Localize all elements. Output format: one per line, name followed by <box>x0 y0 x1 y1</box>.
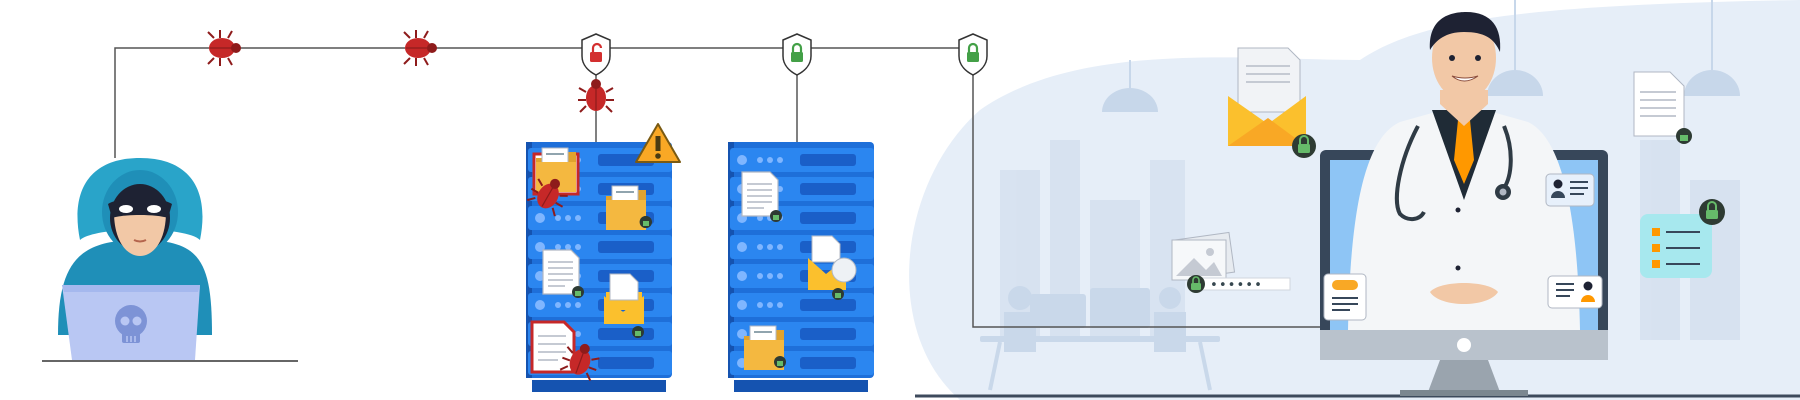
skull-icon <box>115 305 147 343</box>
background-ceiling-lamps <box>1102 0 1740 112</box>
envelope-icon <box>808 235 857 290</box>
background-office-people <box>980 286 1220 391</box>
locked-shield-icon <box>958 33 988 76</box>
lock-icon <box>770 210 844 368</box>
infected-document-icon <box>530 320 576 374</box>
document-icon <box>542 249 580 295</box>
patient-card-icon <box>1547 275 1603 309</box>
malware-bug-icon <box>403 29 438 67</box>
warning-icon <box>635 123 681 163</box>
secure-email-icon <box>1228 47 1306 146</box>
secure-document-icon <box>1633 71 1692 144</box>
medical-record-icon <box>1323 273 1367 321</box>
doctor-figure <box>1348 12 1580 330</box>
envelope-icon <box>604 273 644 324</box>
locked-shield-icon <box>782 33 812 76</box>
unlocked-shield-icon <box>581 33 611 76</box>
hacker-laptop <box>62 285 200 360</box>
background-city <box>1000 140 1740 340</box>
patient-card-icon <box>1545 173 1595 207</box>
password-field: •••••• <box>1187 275 1291 293</box>
lock-icon <box>1292 134 1316 158</box>
malware-bug-icon <box>207 29 242 67</box>
malware-bug-icon <box>577 78 615 113</box>
document-icon <box>741 171 779 217</box>
password-mask: •••••• <box>1210 278 1263 293</box>
checklist-icon <box>1640 199 1725 278</box>
secure-images-icon <box>1171 231 1236 281</box>
lock-icon <box>572 216 652 338</box>
